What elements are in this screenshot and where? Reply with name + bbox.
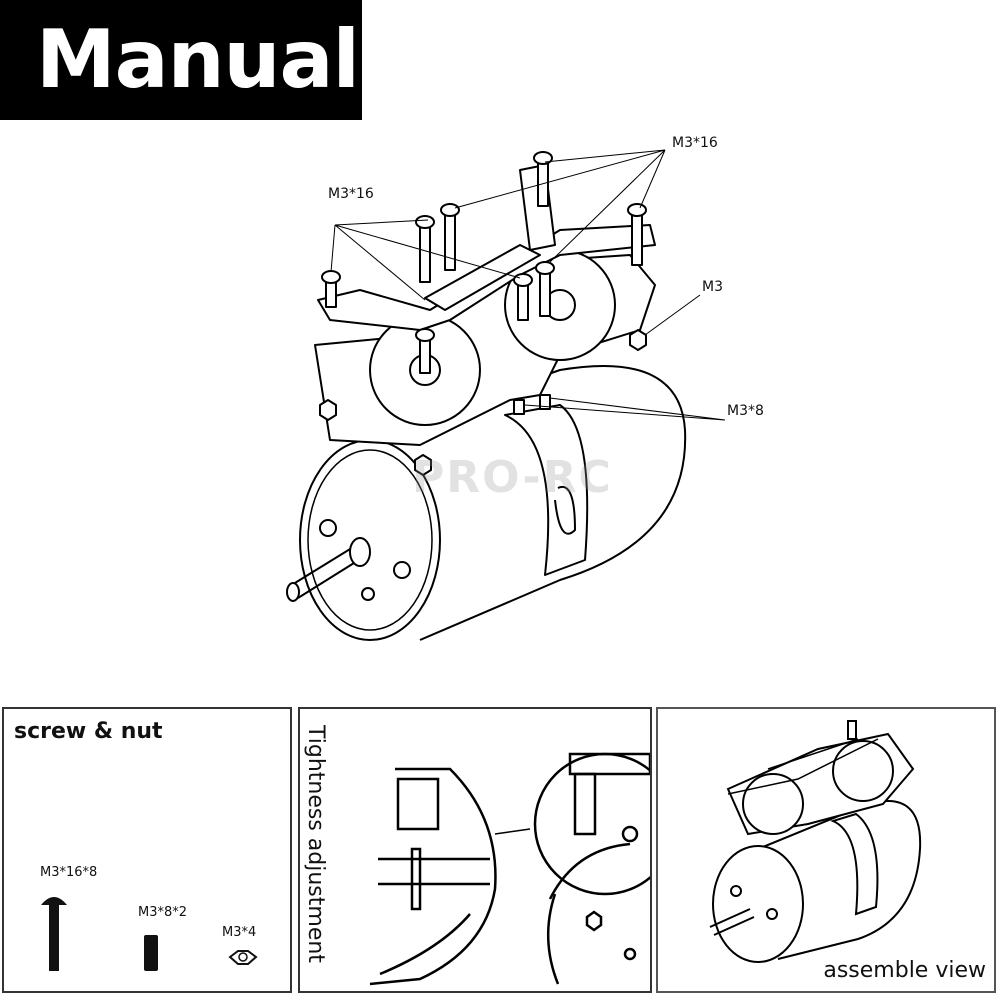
exploded-assembly-diagram xyxy=(286,149,726,641)
assemble-caption: assemble view xyxy=(823,958,986,983)
manual-header: Manual xyxy=(0,0,362,120)
motor-clamp xyxy=(504,404,589,576)
screw-label: M3*16*8 xyxy=(40,865,98,880)
callout-leader-lines xyxy=(330,149,726,421)
set-screw-icon xyxy=(144,935,158,971)
lock-nuts xyxy=(319,329,647,476)
callout-m3x16-top-left: M3*16 xyxy=(328,186,374,202)
callout-m3-nut: M3 xyxy=(702,279,723,295)
tightness-detail-drawing xyxy=(369,752,650,986)
manual-title: Manual xyxy=(36,13,360,106)
fan-mount-plates xyxy=(314,164,656,446)
assemble-view-drawing xyxy=(709,720,922,963)
set-screws xyxy=(513,394,551,415)
nut-label: M3*4 xyxy=(222,925,257,940)
zoom-detail-left xyxy=(369,767,497,986)
callout-m3x16-top-right: M3*16 xyxy=(672,135,718,151)
callout-m3x8-set-screw: M3*8 xyxy=(727,403,764,419)
hardware-icons xyxy=(41,897,258,971)
tightness-panel: Tightness adjustment xyxy=(298,707,652,993)
button-head-screw-icon xyxy=(41,897,67,971)
mounting-screws xyxy=(321,151,647,374)
screw-nut-panel: screw & nut M3*16*8 M3*8*2 M3*4 xyxy=(2,707,292,993)
assemble-view-panel: assemble view xyxy=(656,707,996,993)
set-screw-label: M3*8*2 xyxy=(138,905,188,920)
hex-nut-icon xyxy=(228,950,258,965)
screw-nut-title: screw & nut xyxy=(14,719,163,744)
leader-line xyxy=(494,828,531,835)
watermark-logo: PRO-RC xyxy=(412,452,613,503)
zoom-detail-right xyxy=(533,752,650,985)
